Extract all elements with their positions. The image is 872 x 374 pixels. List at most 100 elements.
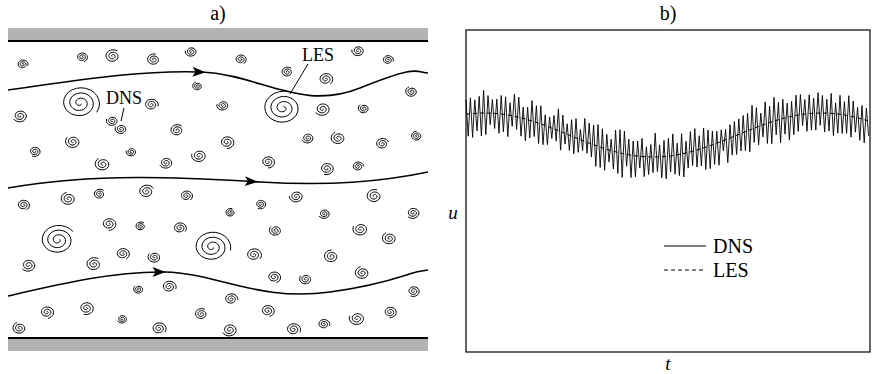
small-eddy	[222, 137, 234, 149]
small-eddy	[94, 189, 103, 198]
small-eddy	[377, 139, 389, 148]
small-eddy	[66, 137, 79, 147]
small-eddy	[171, 125, 182, 135]
flow-arrowhead	[192, 67, 205, 77]
small-eddy	[13, 323, 25, 334]
small-eddy	[126, 149, 135, 156]
small-eddy	[153, 323, 166, 333]
small-eddy	[385, 307, 396, 317]
small-eddy	[117, 249, 129, 259]
small-eddy	[148, 54, 159, 64]
streamline	[8, 71, 428, 96]
small-eddy	[322, 164, 334, 175]
small-eddy	[349, 314, 363, 325]
wall	[8, 338, 428, 351]
eddy-label: LES	[301, 46, 335, 64]
legend-text: DNS	[712, 236, 754, 256]
large-eddy	[42, 226, 73, 253]
small-eddy	[106, 117, 117, 125]
small-eddy	[117, 316, 126, 323]
small-eddy	[269, 272, 281, 283]
small-eddy	[81, 303, 93, 315]
flow-arrowhead	[153, 267, 166, 277]
small-eddy	[22, 260, 34, 271]
small-eddy	[331, 132, 344, 143]
small-eddy	[217, 102, 228, 110]
small-eddy	[288, 324, 301, 334]
small-eddy	[383, 56, 393, 64]
small-eddy	[367, 190, 380, 202]
large-eddy	[64, 88, 100, 116]
small-eddy	[175, 223, 187, 232]
small-eddy	[353, 162, 363, 170]
small-eddy	[302, 134, 313, 143]
small-eddy	[192, 151, 205, 161]
large-eddy	[265, 91, 298, 122]
small-eddy	[406, 87, 417, 96]
small-eddy	[193, 82, 201, 90]
small-eddy	[352, 47, 363, 56]
eddy-label: DNS	[105, 89, 143, 107]
small-eddy	[289, 192, 302, 202]
small-eddy	[136, 222, 144, 230]
axis-label: t	[664, 354, 671, 373]
small-eddy	[78, 53, 88, 62]
small-eddy	[87, 258, 99, 270]
small-eddy	[140, 185, 154, 196]
leader-line	[290, 64, 308, 94]
streamline	[8, 172, 428, 188]
small-eddy	[185, 48, 196, 56]
small-eddy	[226, 294, 238, 303]
small-eddy	[408, 208, 419, 218]
flow-arrowhead	[245, 176, 259, 187]
leader-line	[121, 108, 124, 121]
small-eddy	[115, 126, 126, 134]
small-eddy	[282, 67, 291, 76]
small-eddy	[236, 55, 246, 64]
dns-signal	[466, 90, 869, 178]
small-eddy	[358, 105, 368, 113]
small-eddy	[262, 306, 274, 317]
small-eddy	[226, 208, 234, 216]
small-eddy	[409, 287, 419, 297]
legend-sample	[664, 245, 706, 246]
axis-label: u	[447, 203, 459, 222]
small-eddy	[18, 200, 29, 210]
large-eddy	[196, 232, 231, 259]
small-eddy	[148, 253, 160, 262]
small-eddy	[257, 200, 266, 208]
small-eddy	[196, 309, 206, 319]
small-eddy	[412, 131, 421, 140]
small-eddy	[134, 286, 143, 293]
small-eddy	[353, 225, 367, 235]
small-eddy	[263, 157, 275, 168]
plot-frame	[466, 30, 870, 352]
panel-label: a)	[209, 3, 227, 23]
small-eddy	[248, 249, 262, 259]
small-eddy	[41, 307, 53, 318]
wall-edge	[8, 40, 428, 42]
small-eddy	[320, 74, 333, 84]
small-eddy	[95, 158, 108, 170]
legend-sample	[664, 269, 706, 270]
small-eddy	[319, 210, 329, 218]
small-eddy	[163, 281, 176, 291]
small-eddy	[223, 325, 237, 336]
wall	[8, 28, 428, 41]
small-eddy	[61, 192, 74, 204]
small-eddy	[316, 104, 330, 115]
wall-edge	[8, 337, 428, 339]
small-eddy	[382, 233, 395, 244]
small-eddy	[106, 50, 118, 61]
small-eddy	[325, 250, 337, 262]
small-eddy	[146, 99, 159, 109]
small-eddy	[182, 191, 193, 200]
panel-label: b)	[659, 3, 678, 23]
small-eddy	[18, 60, 28, 68]
small-eddy	[160, 158, 172, 168]
small-eddy	[300, 275, 311, 283]
small-eddy	[103, 219, 115, 231]
les-signal	[466, 113, 868, 157]
